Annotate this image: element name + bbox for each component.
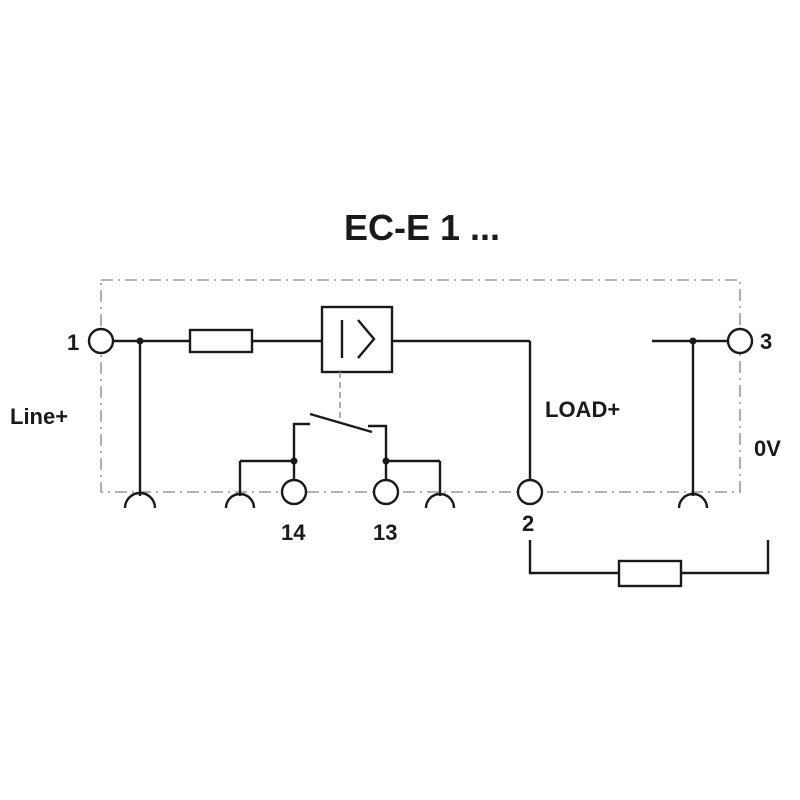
- bottom-terminal-13-side: [424, 492, 456, 509]
- label-terminal-3: 3: [760, 329, 772, 354]
- bottom-terminal-14-side: [224, 492, 256, 509]
- bottom-terminal-line-plus: [123, 491, 157, 509]
- switch-arrow-symbol: [357, 319, 376, 359]
- terminal-2: [516, 478, 544, 506]
- external-load-wire-left: [528, 540, 619, 575]
- terminal-13: [372, 478, 400, 506]
- external-load-wire-right: [681, 540, 770, 575]
- device-housing: [100, 279, 741, 493]
- contact-left-wire: [292, 422, 310, 461]
- terminal-14: [280, 478, 308, 506]
- contact-right-wire: [368, 424, 388, 461]
- label-terminal-14: 14: [281, 520, 306, 545]
- label-terminal-1: 1: [67, 330, 79, 355]
- label-terminal-2: 2: [522, 511, 534, 536]
- label-zero-v: 0V: [754, 436, 781, 461]
- label-line-plus: Line+: [10, 404, 68, 429]
- bottom-terminal-zero-v: [677, 492, 709, 509]
- label-load-plus: LOAD+: [545, 397, 620, 422]
- electronic-switch-box: [320, 305, 394, 374]
- diagram-title: EC-E 1 ...: [344, 207, 500, 248]
- label-terminal-13: 13: [373, 520, 397, 545]
- external-load-resistor: [617, 559, 683, 588]
- contact-blade: [309, 412, 373, 434]
- terminal-3: [726, 327, 754, 355]
- fuse-symbol: [188, 328, 254, 354]
- terminal-1: [87, 327, 115, 355]
